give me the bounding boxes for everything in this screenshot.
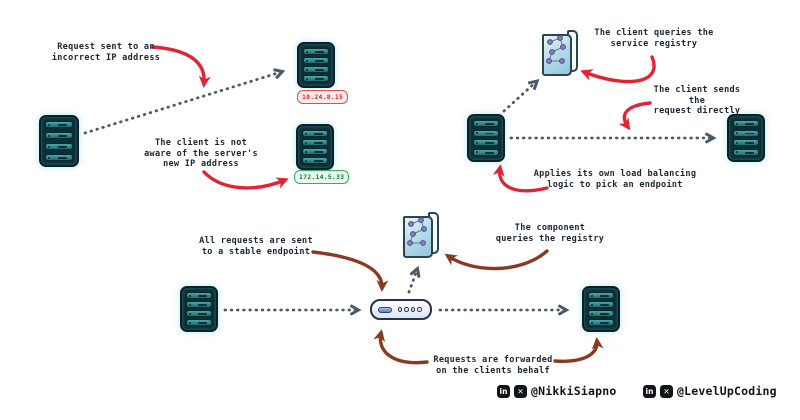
network-graph-icon (546, 35, 566, 64)
x-icon: ✕ (660, 384, 673, 398)
lb-port (404, 307, 409, 312)
label-client-queries: The client queries the service registry (594, 28, 714, 49)
network-graph-icon (407, 217, 427, 246)
credit-nikkisiapno: in ✕ @NikkiSiapno (497, 384, 616, 398)
client-server-icon (180, 286, 218, 332)
label-forwarded: Requests are forwarded on the clients be… (433, 355, 553, 376)
credit-levelupcoding: in ✕ @LevelUpCoding (643, 384, 777, 398)
label-sends-directly: The client sends the request directly (653, 85, 741, 116)
arrow-forwarded-left (373, 329, 429, 365)
new-ip-badge: 172.14.5.33 (294, 170, 350, 184)
new-ip-server-icon (296, 124, 334, 170)
registry-cover (403, 216, 433, 258)
endpoint-server-icon (582, 286, 620, 332)
dotted-lb-to-registry (407, 265, 421, 294)
old-ip-badge: 10.24.8.15 (297, 90, 349, 104)
arrow-new-ip (202, 170, 289, 190)
lb-display (378, 306, 392, 313)
service-registry-icon (403, 212, 439, 258)
linkedin-icon: in (497, 384, 510, 398)
credit-handle-text: @NikkiSiapno (531, 384, 617, 398)
dotted-client-to-registry (502, 78, 540, 113)
lb-port (397, 307, 403, 312)
label-not-aware: The client is not aware of the server's … (144, 138, 258, 169)
registry-cover (542, 34, 572, 76)
arrow-queries-registry (580, 55, 656, 84)
x-icon: ✕ (514, 384, 527, 398)
client-server-icon (39, 115, 79, 167)
arrow-forwarded-right (553, 337, 604, 363)
arrow-component-queries (444, 249, 549, 271)
service-registry-icon (542, 30, 578, 76)
credit-handle-text: @LevelUpCoding (677, 384, 777, 398)
load-balancer-icon (370, 299, 432, 320)
dotted-client-to-old-ip (83, 68, 286, 135)
label-incorrect-ip: Request sent to an incorrect IP address (51, 42, 161, 63)
arrow-load-balancing (492, 164, 549, 193)
label-stable-endpoint: All requests are sent to a stable endpoi… (199, 236, 313, 257)
arrow-sends-directly (618, 101, 652, 131)
lb-port (410, 307, 416, 312)
old-ip-server-icon (297, 42, 335, 88)
lb-port (417, 307, 422, 312)
client-server-icon (467, 114, 505, 162)
label-component-queries: The component queries the registry (495, 223, 605, 244)
endpoint-server-icon (727, 114, 765, 162)
label-load-balancing: Applies its own load balancing logic to … (533, 169, 697, 190)
arrow-stable-endpoint (311, 250, 389, 292)
linkedin-icon: in (643, 384, 656, 398)
arrow-incorrect-ip (151, 45, 211, 88)
